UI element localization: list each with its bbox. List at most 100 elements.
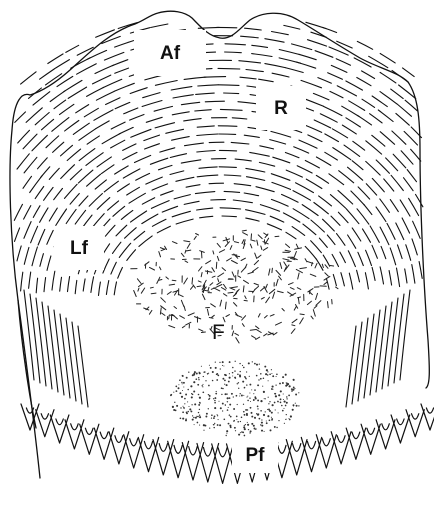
posterior-dot <box>255 397 257 399</box>
circulus-segment <box>302 205 318 216</box>
focus-dash <box>248 272 254 274</box>
posterior-dot <box>286 414 287 415</box>
circulus-segment <box>170 171 184 175</box>
posterior-dot <box>285 405 287 407</box>
posterior-dot <box>237 383 238 384</box>
circulus-segment <box>54 188 63 199</box>
posterior-dot <box>189 408 191 410</box>
circulus-segment <box>313 93 329 100</box>
focus-dash <box>250 244 252 248</box>
posterior-dot <box>265 398 266 399</box>
circulus-segment <box>366 141 382 154</box>
posterior-dot <box>202 391 204 393</box>
posterior-dot <box>277 401 279 403</box>
posterior-dot <box>256 364 258 366</box>
posterior-dot <box>198 377 200 379</box>
focus-dash <box>220 300 222 306</box>
circulus-segment <box>176 219 193 224</box>
posterior-dot <box>229 373 230 374</box>
posterior-dot <box>221 394 222 395</box>
circulus-segment <box>352 228 361 241</box>
focus-dash <box>149 310 152 314</box>
posterior-dot <box>244 376 246 378</box>
focus-dash <box>276 270 281 275</box>
posterior-dot <box>226 433 227 434</box>
focus-dash <box>285 250 290 251</box>
circulus-segment <box>157 226 170 233</box>
focus-dash <box>243 286 244 292</box>
circulus-segment <box>172 211 190 217</box>
posterior-dot <box>224 380 226 382</box>
circulus-segment <box>411 149 421 161</box>
posterior-dot <box>295 394 297 396</box>
circulus-segment <box>398 245 403 259</box>
posterior-dot <box>257 384 259 386</box>
focus-dash <box>199 267 202 271</box>
focus-dash <box>295 252 297 257</box>
posterior-dot <box>243 367 245 369</box>
circulus-segment <box>24 222 31 239</box>
focus-dash <box>244 300 247 301</box>
circulus-segment <box>205 101 224 102</box>
circulus-segment <box>35 187 44 199</box>
posterior-dot <box>253 425 255 427</box>
lateral-line <box>36 298 46 386</box>
circulus-segment <box>419 262 422 279</box>
posterior-dot <box>274 393 276 395</box>
circulus-segment <box>358 187 370 199</box>
circulus-segment <box>139 236 152 247</box>
focus-dash <box>234 303 237 307</box>
ctenius-inner <box>426 408 433 413</box>
circulus-segment <box>21 72 36 84</box>
circulus-segment <box>232 118 247 119</box>
circulus-segment <box>142 214 158 224</box>
posterior-dot <box>175 386 177 388</box>
focus-dash <box>330 266 333 267</box>
focus-dash <box>150 267 155 270</box>
circulus-segment <box>365 273 368 289</box>
circulus-segment <box>113 206 125 216</box>
circulus-segment <box>144 135 160 141</box>
posterior-dot <box>245 424 246 425</box>
focus-dash <box>325 273 329 276</box>
focus-dash <box>254 261 258 265</box>
circulus-segment <box>225 44 245 45</box>
posterior-dot <box>250 430 252 432</box>
focus-dash <box>261 297 264 299</box>
circulus-segment <box>79 128 96 140</box>
posterior-dot <box>286 382 288 384</box>
circulus-segment <box>103 79 122 87</box>
circulus-segment <box>284 25 300 29</box>
circulus-segment <box>380 267 383 284</box>
posterior-dot <box>257 399 259 401</box>
circulus-segment <box>46 136 59 148</box>
circulus-segment <box>293 209 309 219</box>
circulus-segment <box>68 87 86 98</box>
posterior-dot <box>247 396 248 397</box>
focus-dash <box>232 261 238 264</box>
focus-dash <box>192 278 193 284</box>
focus-dash <box>298 273 299 279</box>
circulus-segment <box>336 59 350 65</box>
focus-dash <box>216 262 217 268</box>
posterior-dot <box>282 382 284 384</box>
ctenius-inner <box>204 448 213 457</box>
focus-dash <box>273 292 275 298</box>
circulus-segment <box>299 54 316 59</box>
circulus-segment <box>143 93 160 98</box>
posterior-dot <box>275 409 276 410</box>
circulus-segment <box>286 232 296 239</box>
posterior-dot <box>242 365 243 366</box>
circulus-segment <box>23 134 37 149</box>
posterior-dot <box>235 378 236 379</box>
circulus-segment <box>391 175 403 190</box>
focus-dash <box>235 291 238 296</box>
posterior-dot <box>278 394 280 396</box>
posterior-dot <box>289 385 291 387</box>
posterior-dot <box>292 409 294 411</box>
posterior-dot <box>229 397 231 399</box>
circulus-segment <box>97 198 110 210</box>
posterior-dot <box>195 378 197 380</box>
focus-dash <box>290 288 294 290</box>
